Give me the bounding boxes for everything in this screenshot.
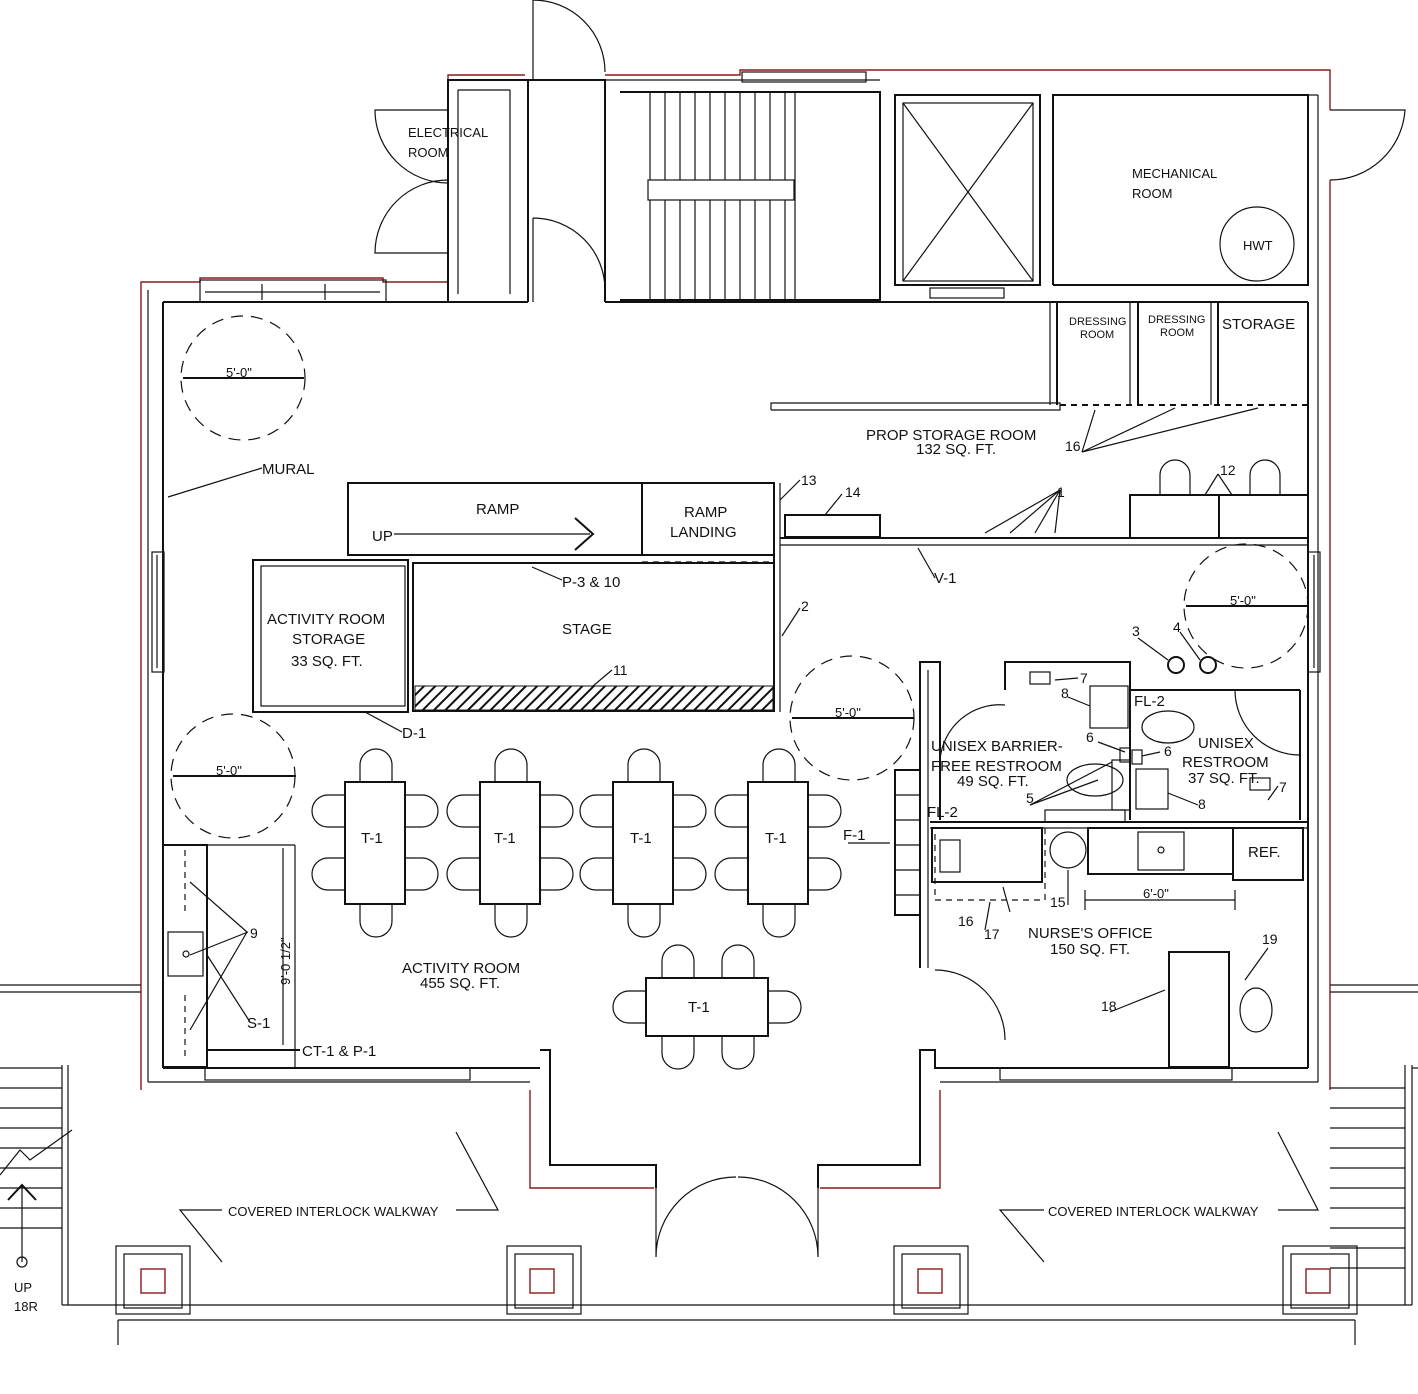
ramp-up-label: UP: [372, 528, 393, 545]
activity-storage-label-2: STORAGE: [292, 631, 365, 648]
stage-hatch: [414, 685, 774, 711]
t1-tag-3: T-1: [630, 830, 652, 847]
stair-treads: [647, 92, 796, 300]
tables: [311, 748, 842, 1070]
t1-tag-2: T-1: [494, 830, 516, 847]
ramp-label: RAMP: [476, 501, 519, 518]
dim-vertical: 9'-0 1/2": [278, 937, 293, 985]
tag-13: 13: [801, 472, 817, 488]
table-1: [311, 748, 439, 938]
activity-room-label-2: 455 SQ. FT.: [420, 975, 500, 992]
activity-room-label-1: ACTIVITY ROOM: [402, 960, 520, 977]
tag-4: 4: [1173, 619, 1181, 635]
unisex-label-1: UNISEX: [1198, 735, 1254, 752]
dim-counter: 6'-0": [1143, 886, 1169, 901]
ct1-p1-tag: CT-1 & P-1: [302, 1043, 376, 1060]
mural-tag: MURAL: [262, 461, 315, 478]
s1-tag: S-1: [247, 1015, 270, 1032]
tag-19: 19: [1262, 931, 1278, 947]
unisex-bf-label-1: UNISEX BARRIER-: [931, 738, 1063, 755]
dressing-room-2-label-2: ROOM: [1160, 327, 1194, 339]
restrooms: [919, 656, 1308, 968]
t1-tag-1: T-1: [361, 830, 383, 847]
room-labels: ELECTRICAL ROOM MECHANICAL ROOM HWT DRES…: [14, 125, 1295, 1314]
ramp-landing-label-1: RAMP: [684, 504, 727, 521]
unisex-label-2: RESTROOM: [1182, 754, 1269, 771]
dim-circle-1: 5'-0": [226, 365, 252, 380]
table-3: [579, 748, 707, 938]
nurse-office-label-2: 150 SQ. FT.: [1050, 941, 1130, 958]
mechanical-room-label-1: MECHANICAL: [1132, 166, 1217, 181]
ramp-landing-label-2: LANDING: [670, 524, 737, 541]
storage-label: STORAGE: [1222, 316, 1295, 333]
dim-circle-2: 5'-0": [216, 763, 242, 778]
unisex-label-3: 37 SQ. FT.: [1188, 770, 1260, 787]
activity-storage-label-3: 33 SQ. FT.: [291, 653, 363, 670]
hwt-label: HWT: [1243, 238, 1273, 253]
south-wall: [0, 984, 1418, 1345]
tag-18: 18: [1101, 998, 1117, 1014]
tag-12: 12: [1220, 462, 1236, 478]
table-4: [714, 748, 842, 938]
table-5: [612, 944, 802, 1070]
exterior-outline: [140, 69, 1331, 1189]
tag-1: 1: [1057, 484, 1065, 500]
leader-lines: [167, 407, 1279, 1045]
dressing-room-2-label-1: DRESSING: [1148, 314, 1205, 326]
tag-7a: 7: [1080, 670, 1088, 686]
stair-risers-label: 18R: [14, 1299, 38, 1314]
tag-5: 5: [1026, 790, 1034, 806]
dressing-room-1-label-1: DRESSING: [1069, 316, 1126, 328]
tag-2: 2: [801, 598, 809, 614]
tag-6a: 6: [1086, 729, 1094, 745]
nurse-office-label-1: NURSE'S OFFICE: [1028, 925, 1153, 942]
tag-16b: 16: [958, 913, 974, 929]
table-2: [446, 748, 574, 938]
tag-labels: MURAL P-3 & 10 D-1 V-1 F-1 FL-2 FL-2 S-1…: [247, 438, 1287, 1060]
walkway-right-label: COVERED INTERLOCK WALKWAY: [1048, 1204, 1259, 1219]
stage-label: STAGE: [562, 621, 612, 638]
ref-label: REF.: [1248, 844, 1281, 861]
mechanical-room-label-2: ROOM: [1132, 186, 1172, 201]
tag-6b: 6: [1164, 743, 1172, 759]
tag-8b: 8: [1198, 796, 1206, 812]
tag-16a: 16: [1065, 438, 1081, 454]
doors: [374, 0, 1406, 1258]
stage-area: [252, 482, 781, 713]
fl2-tag-b: FL-2: [927, 804, 958, 821]
tag-15: 15: [1050, 894, 1066, 910]
f1-tag: F-1: [843, 827, 866, 844]
v1-tag: V-1: [934, 570, 957, 587]
tag-3: 3: [1132, 623, 1140, 639]
dressing-room-1-label-2: ROOM: [1080, 329, 1114, 341]
dim-circle-3: 5'-0": [835, 705, 861, 720]
tag-8a: 8: [1061, 685, 1069, 701]
activity-storage-label-1: ACTIVITY ROOM: [267, 611, 385, 628]
tag-14: 14: [845, 484, 861, 500]
unisex-bf-label-2: FREE RESTROOM: [931, 758, 1062, 775]
electrical-room-label-2: ROOM: [408, 145, 448, 160]
dimension-labels: 5'-0" 5'-0" 5'-0" 5'-0" 6'-0" 9'-0 1/2": [216, 365, 1256, 985]
tag-17: 17: [984, 926, 1000, 942]
t1-tag-4: T-1: [765, 830, 787, 847]
t1-tag-5: T-1: [688, 999, 710, 1016]
electrical-room-label-1: ELECTRICAL: [408, 125, 488, 140]
fl2-tag-a: FL-2: [1134, 693, 1165, 710]
tag-9: 9: [250, 925, 258, 941]
walkway-left-label: COVERED INTERLOCK WALKWAY: [228, 1204, 439, 1219]
turning-circles: [170, 315, 1309, 839]
stair-up-label: UP: [14, 1280, 32, 1295]
d1-tag: D-1: [402, 725, 426, 742]
dim-circle-4: 5'-0": [1230, 593, 1256, 608]
walls: [147, 71, 1321, 1082]
p3-10-tag: P-3 & 10: [562, 574, 620, 591]
tag-7b: 7: [1279, 779, 1287, 795]
prop-storage-label-2: 132 SQ. FT.: [916, 441, 996, 458]
unisex-bf-label-3: 49 SQ. FT.: [957, 773, 1029, 790]
tag-11: 11: [613, 662, 628, 678]
prop-storage-label-1: PROP STORAGE ROOM: [866, 427, 1036, 444]
nurse-office: [894, 769, 1304, 1068]
